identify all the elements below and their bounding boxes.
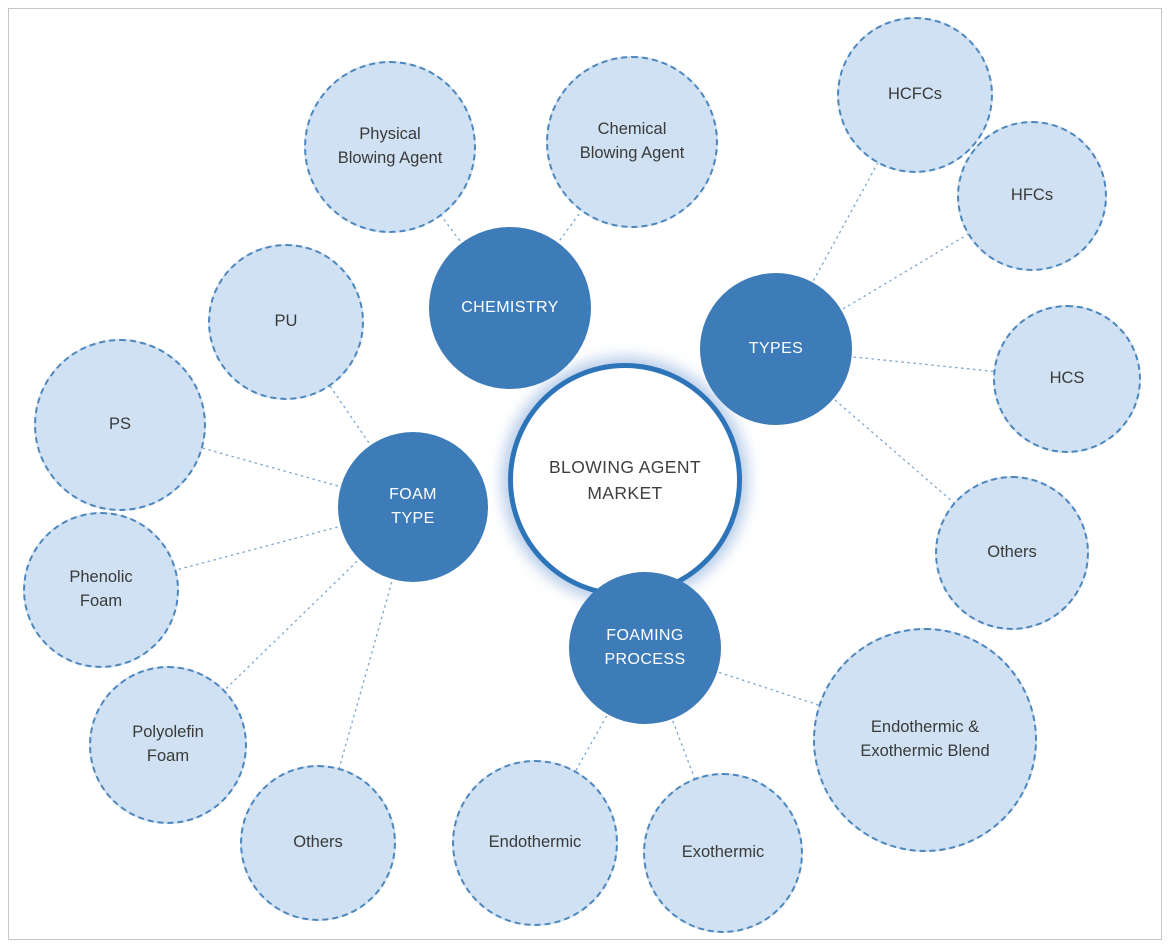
node-pu: PU [208, 244, 364, 400]
node-others-foam-type: Others [240, 765, 396, 921]
node-endothermic-exothermic-blend: Endothermic & Exothermic Blend [813, 628, 1037, 852]
hub-foam-type: FOAM TYPE [338, 432, 488, 582]
node-polyolefin-foam: Polyolefin Foam [89, 666, 247, 824]
node-hfcs: HFCs [957, 121, 1107, 271]
node-hcfcs: HCFCs [837, 17, 993, 173]
hub-chemistry: CHEMISTRY [429, 227, 591, 389]
node-exothermic: Exothermic [643, 773, 803, 933]
node-phenolic-foam: Phenolic Foam [23, 512, 179, 668]
node-endothermic: Endothermic [452, 760, 618, 926]
hub-types: TYPES [700, 273, 852, 425]
node-hcs: HCS [993, 305, 1141, 453]
node-ps: PS [34, 339, 206, 511]
hub-foaming-process: FOAMING PROCESS [569, 572, 721, 724]
node-physical-blowing-agent: Physical Blowing Agent [304, 61, 476, 233]
center-node-blowing-agent-market: BLOWING AGENT MARKET [508, 363, 742, 597]
node-others-types: Others [935, 476, 1089, 630]
node-chemical-blowing-agent: Chemical Blowing Agent [546, 56, 718, 228]
